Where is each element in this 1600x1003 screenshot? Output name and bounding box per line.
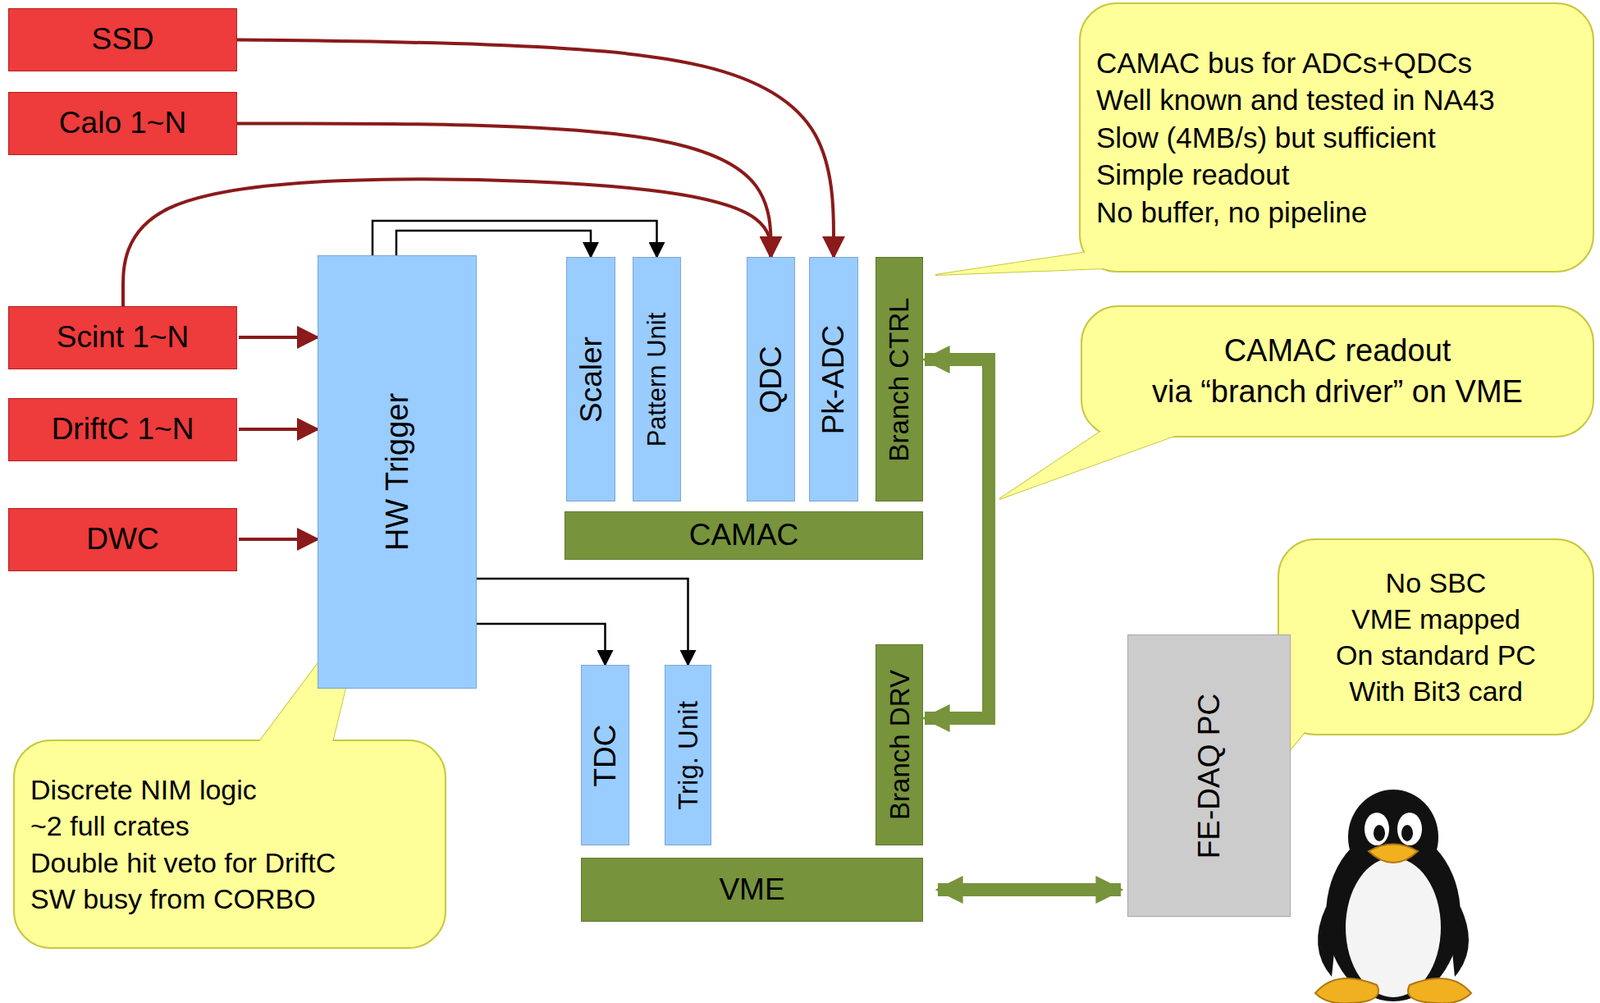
node-label: Pk-ADC: [818, 324, 850, 435]
connector-arrow: [237, 123, 772, 257]
connector-arrow: [937, 882, 1121, 896]
penguin-beak: [1368, 844, 1418, 864]
module-box: QDC: [746, 256, 796, 502]
callout-text: No buffer, no pipeline: [1096, 193, 1367, 232]
callout-note: CAMAC bus for ADCs+QDCsWell known and te…: [1079, 3, 1594, 272]
callout-text: On standard PC: [1335, 636, 1536, 673]
node-label: Calo 1~N: [59, 103, 187, 143]
node-label: Trig. Unit: [674, 700, 702, 810]
callout-text: Simple readout: [1096, 155, 1290, 194]
module-box: TDC: [580, 664, 630, 846]
connector-arrow: [476, 578, 689, 665]
source-box: Calo 1~N: [8, 91, 238, 156]
callout-text: Discrete NIM logic: [30, 771, 257, 808]
node-label: Branch CTRL: [886, 297, 914, 462]
callout-text: CAMAC bus for ADCs+QDCs: [1096, 44, 1472, 83]
callout-bubble: [1278, 539, 1594, 735]
callout-bubble: [1079, 3, 1594, 272]
callout-text: SW busy from CORBO: [30, 880, 316, 917]
connector-arrow: [237, 40, 834, 258]
callout-text: CAMAC readout: [1224, 330, 1452, 371]
penguin-foot: [1315, 978, 1379, 1003]
driver-box: Branch DRV: [875, 644, 924, 846]
connector-arrow: [396, 230, 591, 257]
linux-penguin: [1315, 789, 1472, 1003]
connector-arrow: [238, 335, 318, 339]
node-label: TDC: [589, 723, 621, 787]
callout-text: ~2 full crates: [30, 807, 190, 844]
node-label: QDC: [755, 345, 787, 413]
source-box: DriftC 1~N: [8, 397, 238, 462]
source-box: SSD: [8, 8, 238, 72]
module-box: Trig. Unit: [664, 664, 712, 846]
callout-tail-fill: [999, 410, 1200, 499]
penguin-eye: [1397, 812, 1422, 846]
node-label: DriftC 1~N: [51, 409, 195, 449]
connector-arrow: [238, 537, 318, 541]
connector-arrow: [238, 427, 318, 431]
pc-box: FE-DAQ PC: [1127, 634, 1291, 917]
callout-text: No SBC: [1385, 564, 1487, 601]
penguin-eye: [1364, 812, 1390, 846]
connector-arrow: [372, 220, 658, 257]
callout-text: VME mapped: [1351, 600, 1521, 637]
node-label: Scaler: [576, 336, 607, 423]
node-label: Scint 1~N: [56, 317, 189, 357]
penguin-belly: [1345, 857, 1441, 997]
node-label: VME: [718, 869, 785, 910]
node-label: CAMAC: [689, 515, 800, 555]
callout-note: Discrete NIM logic~2 full cratesDouble h…: [13, 740, 446, 948]
callout-text: via “branch driver” on VME: [1152, 371, 1523, 412]
callout-text: Slow (4MB/s) but sufficient: [1096, 118, 1436, 157]
callout-bubble: [13, 740, 446, 948]
penguin-wing: [1450, 906, 1469, 977]
connector-arrow: [476, 623, 606, 665]
node-label: Branch DRV: [886, 669, 914, 820]
penguin-wing: [1317, 906, 1336, 977]
crate-bar: CAMAC: [564, 511, 924, 560]
module-box: Pk-ADC: [809, 256, 859, 502]
controller-box: Branch CTRL: [875, 256, 924, 502]
node-label: DWC: [86, 519, 159, 559]
callout-note: CAMAC readoutvia “branch driver” on VME: [1081, 306, 1594, 437]
source-box: Scint 1~N: [8, 306, 238, 370]
callout-text: Well known and tested in NA43: [1096, 81, 1495, 119]
callout-note: No SBCVME mappedOn standard PCWith Bit3 …: [1278, 539, 1594, 735]
module-box: Scaler: [566, 256, 616, 502]
callout-text: Double hit veto for DriftC: [30, 844, 336, 881]
penguin-pupil: [1373, 824, 1386, 842]
callout-tail-fill: [935, 246, 1207, 275]
penguin-foot: [1408, 978, 1472, 1003]
crate-bar: VME: [580, 857, 924, 922]
node-label: HW Trigger: [381, 393, 413, 551]
connector-arrow: [924, 359, 989, 718]
node-label: SSD: [91, 19, 154, 60]
module-box: Pattern Unit: [632, 256, 682, 502]
node-label: FE-DAQ PC: [1193, 692, 1225, 858]
penguin-body: [1325, 828, 1461, 1002]
source-box: DWC: [8, 507, 238, 572]
penguin-pupil: [1401, 824, 1413, 842]
callout-text: With Bit3 card: [1348, 672, 1523, 709]
callout-bubbles: [13, 3, 1594, 948]
trigger-box: HW Trigger: [317, 255, 477, 689]
node-label: Pattern Unit: [644, 311, 670, 447]
